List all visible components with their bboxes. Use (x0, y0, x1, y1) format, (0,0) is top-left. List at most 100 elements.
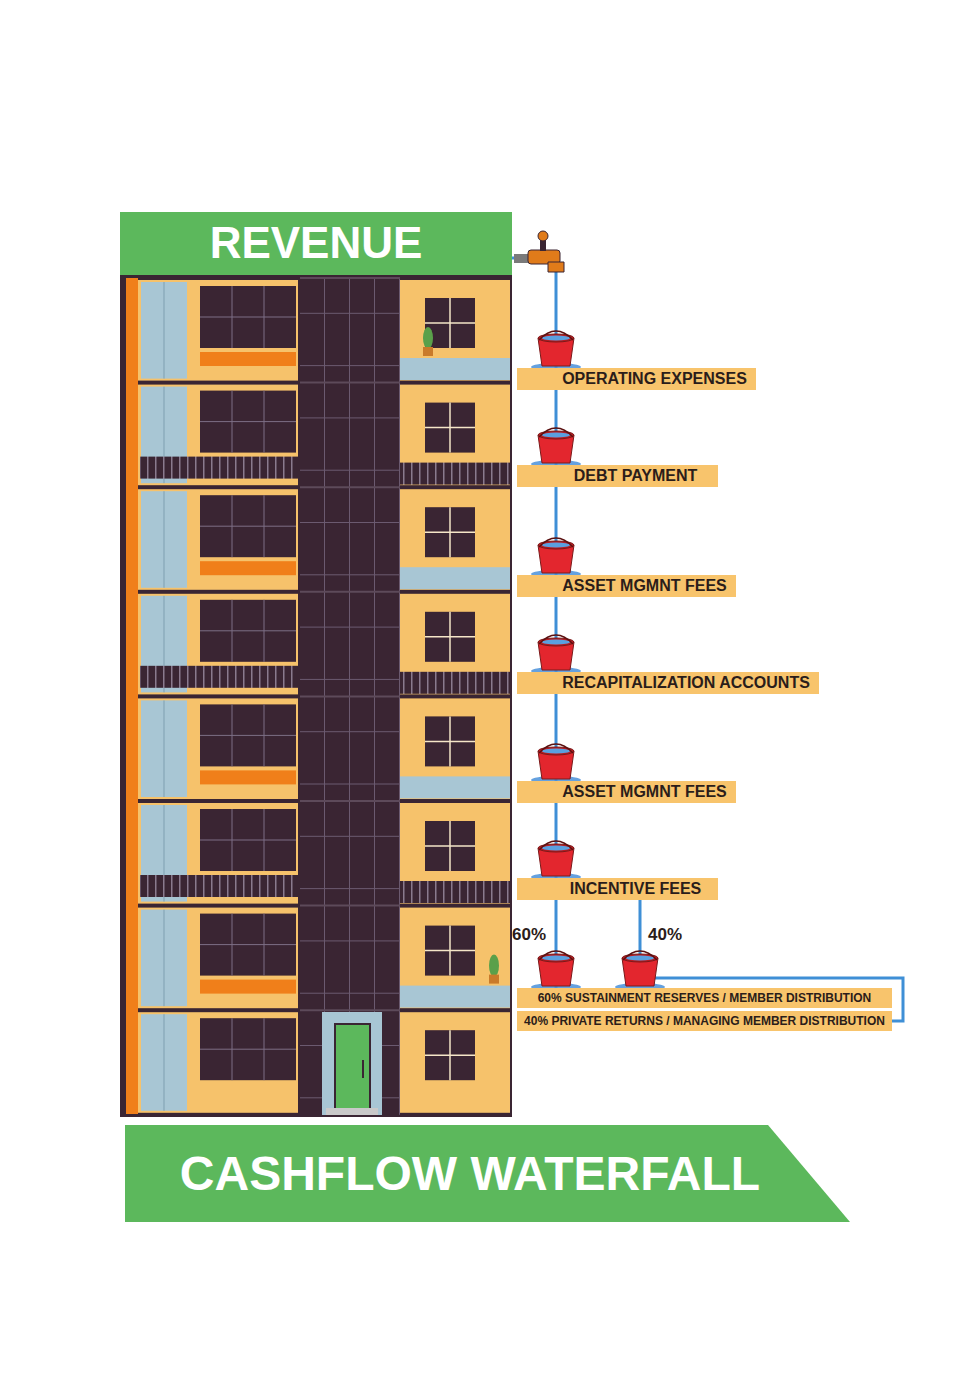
window (200, 286, 296, 348)
glass-column (141, 700, 187, 797)
bucket-rim (538, 844, 574, 852)
glass-column (141, 910, 187, 1007)
pane-line (232, 286, 233, 348)
window (200, 704, 296, 766)
glass-facade (300, 592, 400, 697)
glass-column (141, 282, 187, 379)
plant (489, 955, 499, 977)
wall (138, 803, 298, 904)
glass-column (141, 491, 187, 588)
pane-line (449, 926, 451, 976)
balcony-rail (140, 666, 298, 688)
title-text: CASHFLOW WATERFALL (180, 1145, 760, 1203)
bucket-body (538, 338, 574, 366)
bucket-handle (539, 635, 573, 644)
pane-line (300, 1009, 400, 1011)
accent-strip (200, 561, 296, 575)
wall (138, 280, 298, 381)
bucket (531, 635, 581, 675)
wall (400, 280, 510, 381)
pane-line (232, 600, 233, 662)
bucket-handle (623, 951, 657, 960)
wall (138, 698, 298, 799)
pane-line (232, 914, 233, 976)
bucket (531, 951, 581, 991)
node-label: RECAPITALIZATION ACCOUNTS (562, 673, 810, 692)
bucket (531, 538, 581, 578)
pane-line (200, 526, 296, 527)
glass-facade (300, 278, 400, 383)
pane-line (232, 1018, 233, 1080)
pane-line (200, 1049, 296, 1050)
building-frame (120, 275, 512, 1117)
node-label: ASSET MGMNT FEES (562, 576, 726, 595)
bucket (531, 331, 581, 371)
glass-facade (300, 801, 400, 906)
pane-line (425, 845, 475, 847)
pane-line (300, 905, 400, 907)
glass-facade (300, 696, 400, 801)
wall (138, 489, 298, 590)
balcony-rail (140, 457, 298, 479)
pane-line (449, 298, 451, 348)
balcony-rail (400, 463, 510, 485)
pane-line (164, 805, 165, 902)
wall (400, 489, 510, 590)
accent-strip (200, 352, 296, 366)
wall (138, 1012, 298, 1113)
pane-line (300, 695, 400, 697)
pane-line (200, 421, 296, 422)
pane-line (164, 700, 165, 797)
bucket-handle (539, 841, 573, 850)
glass-column (141, 387, 187, 484)
bucket (531, 841, 581, 881)
accent-strip (200, 980, 296, 994)
water-stream (555, 487, 558, 575)
accent-strip (200, 770, 296, 784)
window (425, 403, 475, 453)
bucket-rim (538, 638, 574, 646)
bucket-body (538, 435, 574, 463)
bucket-handle (539, 331, 573, 340)
window (425, 1030, 475, 1080)
pipe (514, 254, 530, 263)
pane-line (264, 600, 265, 662)
window (425, 716, 475, 766)
pane-line (164, 387, 165, 484)
pane-line (164, 491, 165, 588)
bucket-water (542, 846, 570, 851)
cashflow-band: DEBT PAYMENT (517, 465, 718, 487)
cashflow-band: RECAPITALIZATION ACCOUNTS (517, 672, 819, 694)
glass-facade (300, 487, 400, 592)
node-label: 60% SUSTAINMENT RESERVES / MEMBER DISTRI… (538, 991, 872, 1005)
pane-line (425, 741, 475, 743)
cashflow-band: 40% PRIVATE RETURNS / MANAGING MEMBER DI… (517, 1011, 892, 1031)
glass-facade (300, 383, 400, 488)
balcony-slab (400, 776, 510, 798)
bucket-handle (539, 538, 573, 547)
pane-line (164, 1014, 165, 1111)
bucket-rim (538, 431, 574, 439)
bucket-water (542, 336, 570, 341)
balcony-slab (400, 358, 510, 380)
wall (400, 385, 510, 486)
pane-line (449, 507, 451, 557)
bucket-water (542, 640, 570, 645)
pane-line (300, 800, 400, 802)
pane-line (425, 427, 475, 429)
pane-line (200, 840, 296, 841)
pane-line (449, 612, 451, 662)
pane-line (232, 704, 233, 766)
window (200, 914, 296, 976)
pane-line (264, 704, 265, 766)
pane-line (449, 716, 451, 766)
bucket-handle (539, 951, 573, 960)
faucet (514, 231, 564, 272)
water-stream (555, 390, 558, 465)
bucket-rim (538, 334, 574, 342)
bucket-body (538, 751, 574, 779)
cashflow-band: OPERATING EXPENSES (517, 368, 756, 390)
balcony-rail (140, 875, 298, 897)
cashflow-band: ASSET MGMNT FEES (517, 781, 736, 803)
window (200, 391, 296, 453)
